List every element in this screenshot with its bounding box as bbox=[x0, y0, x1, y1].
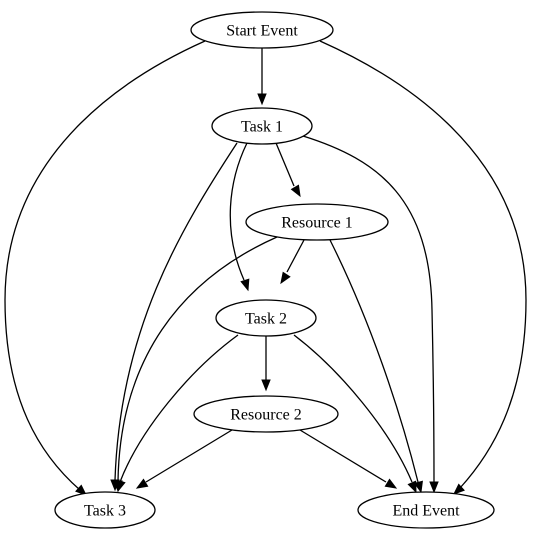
arrowhead-icon bbox=[413, 480, 423, 494]
edge-resource-2-to-end-event bbox=[299, 429, 398, 489]
node-ellipse bbox=[357, 491, 495, 529]
edge-line bbox=[299, 429, 387, 483]
edge-line bbox=[302, 135, 435, 483]
edge-line bbox=[275, 142, 295, 187]
edge-start-event-to-task-1 bbox=[257, 48, 267, 106]
node-resource-1: Resource 1 bbox=[245, 203, 389, 241]
node-ellipse bbox=[54, 491, 156, 529]
arrowhead-icon bbox=[75, 484, 87, 496]
edge-line bbox=[229, 142, 248, 281]
node-task-2: Task 2 bbox=[215, 299, 317, 337]
node-end-event: End Event bbox=[357, 491, 495, 529]
node-ellipse bbox=[211, 107, 313, 145]
arrowhead-icon bbox=[116, 479, 126, 493]
arrowhead-icon bbox=[240, 278, 250, 292]
edge-task-1-to-task-2 bbox=[229, 142, 250, 292]
edge-line bbox=[114, 142, 238, 481]
edge-start-event-to-end-event bbox=[319, 40, 527, 495]
node-label: Task 3 bbox=[84, 503, 126, 520]
node-label: End Event bbox=[392, 503, 460, 520]
edge-resource-1-to-end-event bbox=[329, 239, 423, 494]
edge-resource-1-to-task-3 bbox=[113, 236, 278, 493]
edge-start-event-to-task-3 bbox=[4, 40, 206, 496]
arrowhead-icon bbox=[407, 480, 417, 494]
edge-line bbox=[286, 239, 305, 273]
edge-line bbox=[119, 334, 239, 483]
node-ellipse bbox=[190, 11, 334, 49]
node-label: Start Event bbox=[226, 23, 298, 40]
node-ellipse bbox=[245, 203, 389, 241]
edge-line bbox=[4, 40, 206, 491]
arrowhead-icon bbox=[280, 271, 291, 285]
edge-task-1-to-resource-1 bbox=[275, 142, 301, 198]
edges-layer bbox=[4, 40, 527, 496]
edge-task-2-to-task-3 bbox=[116, 334, 239, 493]
arrowhead-icon bbox=[257, 93, 267, 106]
node-ellipse bbox=[193, 395, 339, 433]
edge-line bbox=[319, 40, 527, 489]
node-task-1: Task 1 bbox=[211, 107, 313, 145]
node-ellipse bbox=[215, 299, 317, 337]
edge-task-1-to-end-event bbox=[302, 135, 439, 494]
arrowhead-icon bbox=[135, 478, 149, 489]
arrowhead-icon bbox=[453, 483, 465, 495]
node-task-3: Task 3 bbox=[54, 491, 156, 529]
edge-line bbox=[145, 429, 233, 483]
node-label: Resource 2 bbox=[230, 407, 302, 424]
node-start-event: Start Event bbox=[190, 11, 334, 49]
edge-resource-1-to-task-2 bbox=[280, 239, 305, 285]
edge-line bbox=[329, 239, 419, 483]
arrowhead-icon bbox=[290, 184, 301, 198]
arrowhead-icon bbox=[429, 481, 439, 494]
arrowhead-icon bbox=[384, 478, 398, 489]
edge-task-2-to-resource-2 bbox=[261, 336, 271, 392]
node-label: Resource 1 bbox=[281, 215, 353, 232]
node-label: Task 2 bbox=[245, 311, 287, 328]
node-resource-2: Resource 2 bbox=[193, 395, 339, 433]
edge-resource-2-to-task-3 bbox=[135, 429, 233, 489]
edge-line bbox=[117, 236, 278, 482]
edge-task-2-to-end-event bbox=[293, 334, 417, 494]
node-label: Task 1 bbox=[241, 119, 283, 136]
arrowhead-icon bbox=[261, 379, 271, 392]
edge-line bbox=[293, 334, 413, 483]
